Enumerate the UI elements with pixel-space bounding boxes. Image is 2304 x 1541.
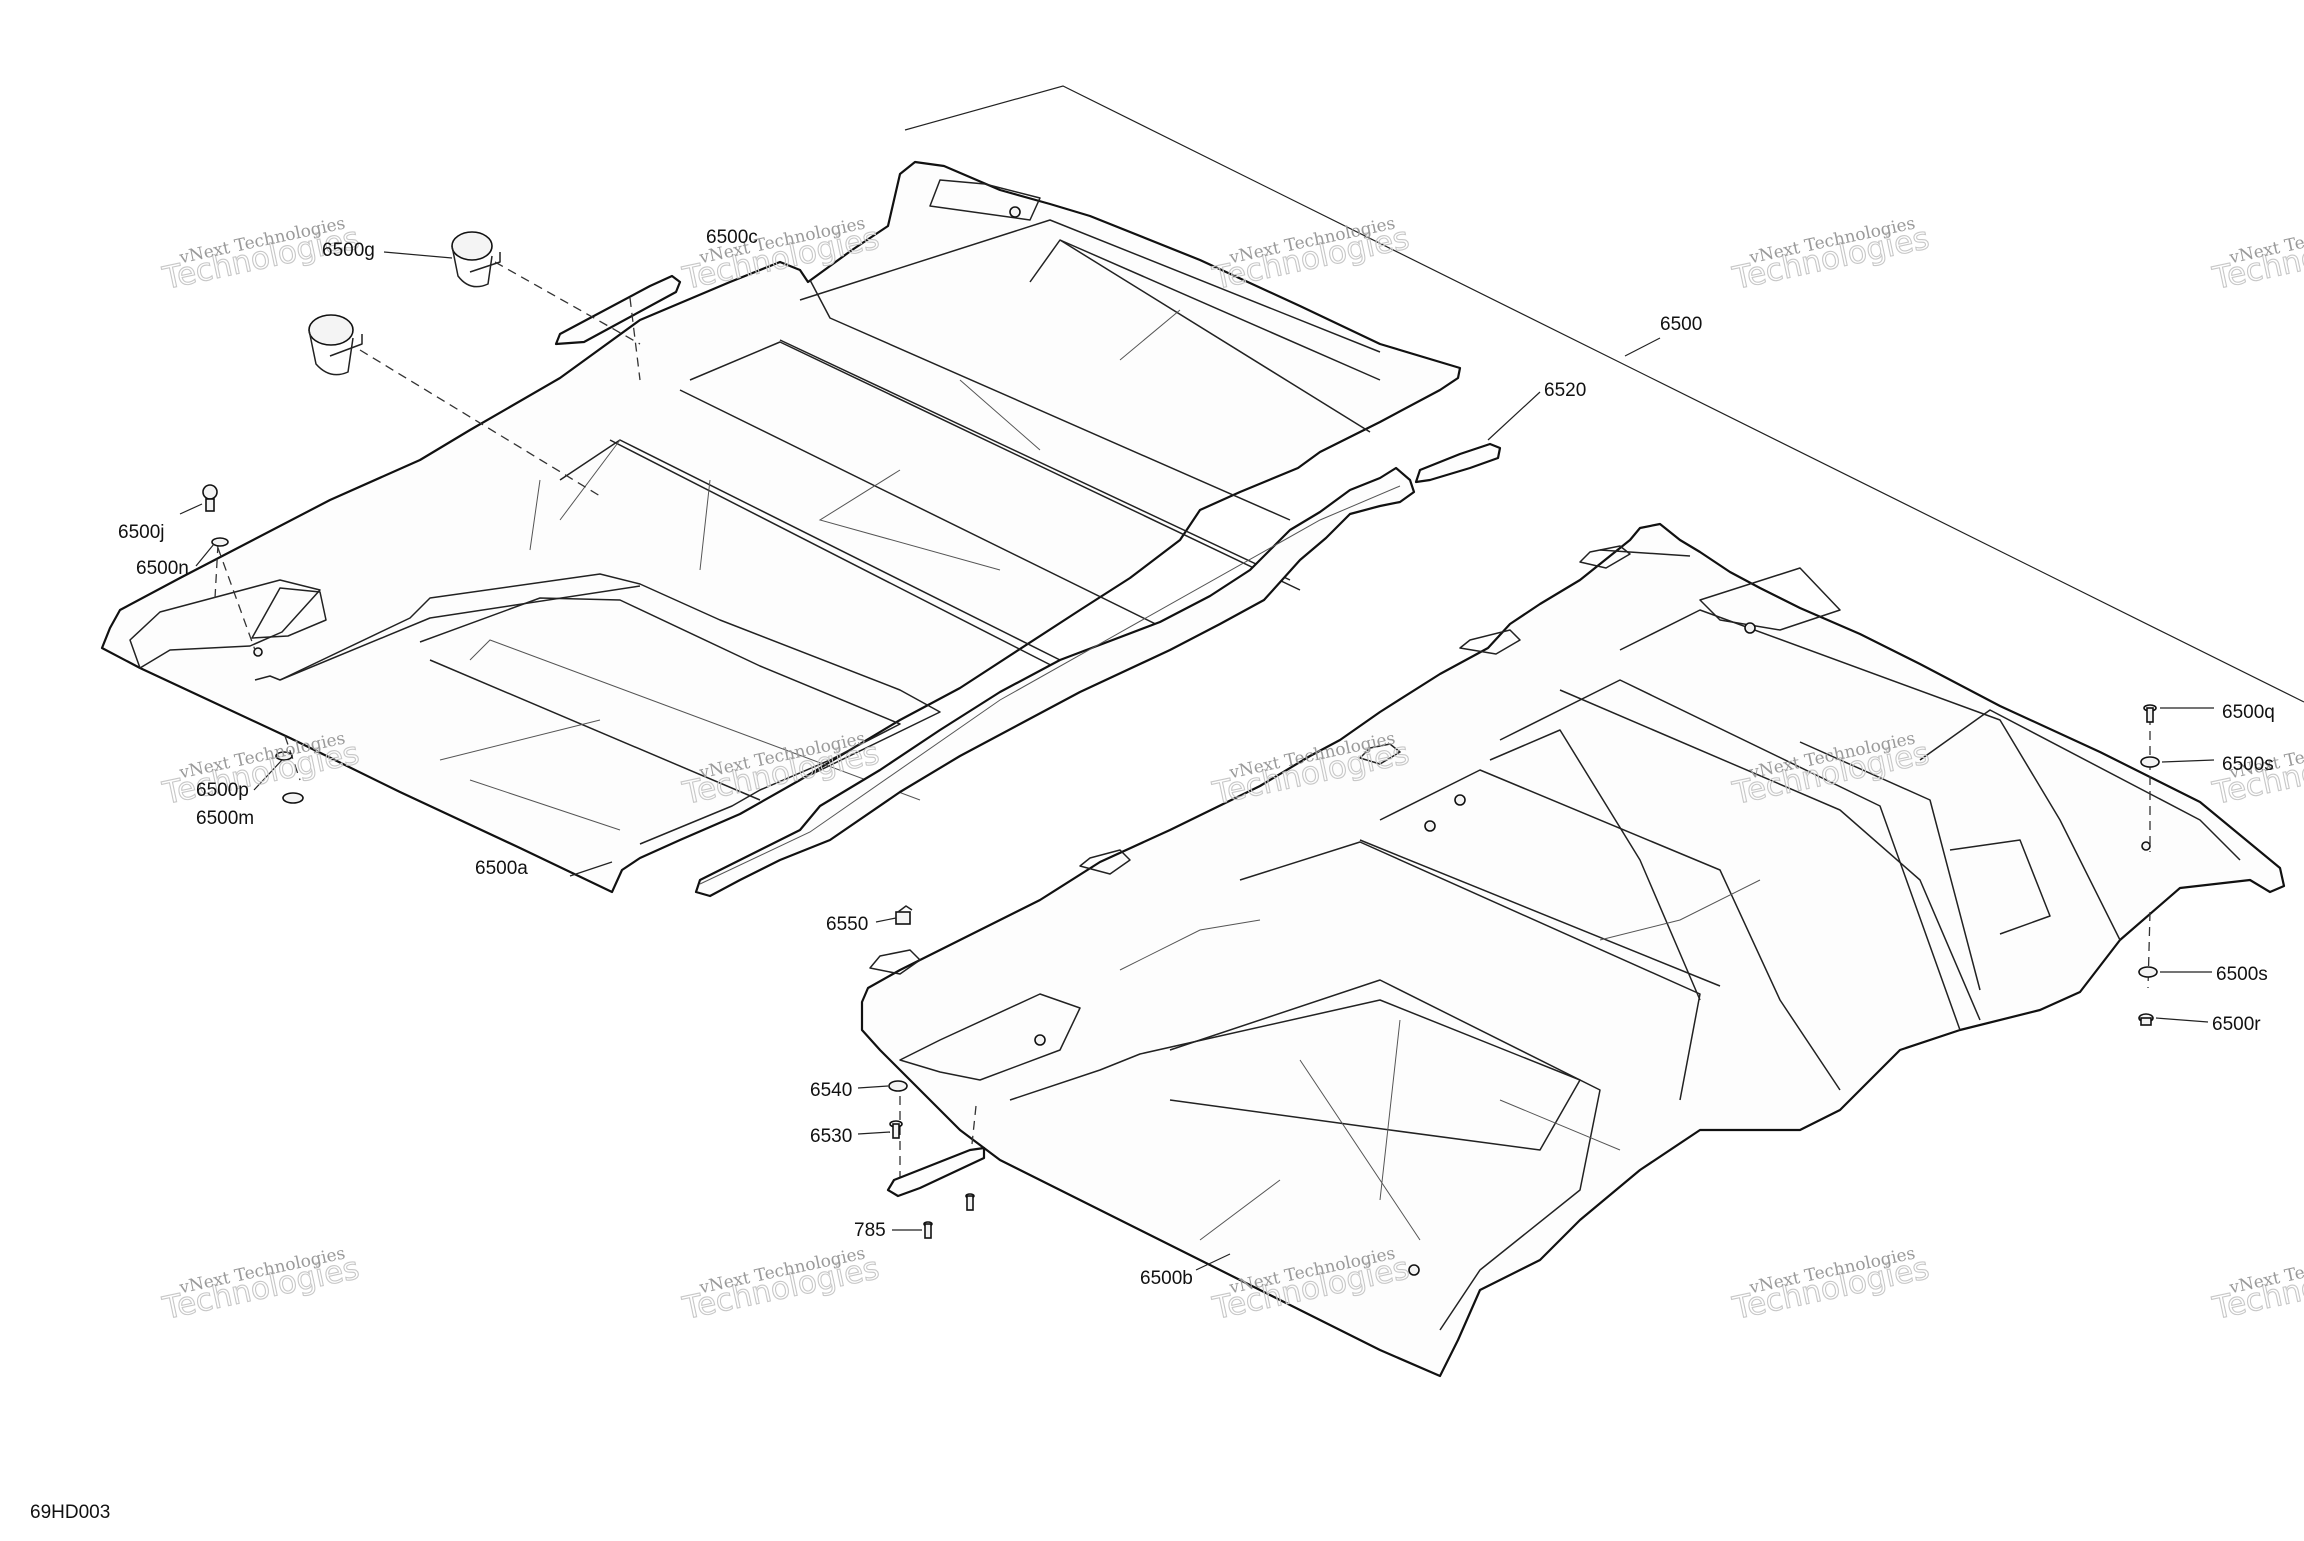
watermark-6: Technologies vNext Technologies xyxy=(159,729,363,813)
weatherstrip-6520 xyxy=(694,442,1502,898)
watermark-15: Technologies vNext Technologies xyxy=(2209,1244,2304,1328)
hardware-left xyxy=(202,484,304,804)
watermark-4: Technologies vNext Technologies xyxy=(1729,214,1933,298)
washer-6500n xyxy=(211,537,229,547)
callout-6500p[interactable]: 6500p xyxy=(196,780,249,801)
bolt-6500j xyxy=(202,484,218,512)
watermark-11: Technologies vNext Technologies xyxy=(159,1244,363,1328)
washer-6500s-upper xyxy=(2140,756,2160,768)
callout-6500c[interactable]: 6500c xyxy=(706,227,758,248)
callout-labels: 6500 6500a 6500b 6500c 6500g 6500j 6500n… xyxy=(118,227,2275,1289)
callout-6500n[interactable]: 6500n xyxy=(136,558,189,579)
watermark-12: Technologies vNext Technologies xyxy=(679,1244,883,1328)
hardware-right xyxy=(886,704,2160,1239)
washer-6540 xyxy=(888,1080,908,1092)
screw-6530 xyxy=(889,1120,903,1139)
callout-6540[interactable]: 6540 xyxy=(810,1080,852,1101)
callout-6500j[interactable]: 6500j xyxy=(118,522,165,543)
watermark-3: Technologies vNext Technologies xyxy=(1209,214,1413,298)
nut-6500m xyxy=(282,792,304,804)
callout-6500a[interactable]: 6500a xyxy=(475,858,528,879)
bracket-785 xyxy=(886,1146,986,1239)
callout-6500m[interactable]: 6500m xyxy=(196,808,254,829)
roof-panel-right-6500b xyxy=(860,522,2286,1378)
clip-6550 xyxy=(895,905,913,925)
nut-6500r xyxy=(2138,1013,2154,1026)
watermark-14: Technologies vNext Technologies xyxy=(1729,1244,1933,1328)
drawing-code: 69HD003 xyxy=(30,1502,110,1523)
callout-6500[interactable]: 6500 xyxy=(1660,314,1702,335)
callout-6500b[interactable]: 6500b xyxy=(1140,1268,1193,1289)
callout-6500g[interactable]: 6500g xyxy=(322,240,375,261)
callout-6500r[interactable]: 6500r xyxy=(2212,1014,2261,1035)
callout-6500s-lower[interactable]: 6500s xyxy=(2216,964,2268,985)
strap-6500g-lower xyxy=(308,314,363,376)
washer-6500s-lower xyxy=(2138,966,2158,978)
callout-6520[interactable]: 6520 xyxy=(1544,380,1586,401)
strap-6500g-upper xyxy=(451,231,501,288)
screw-6500q xyxy=(2143,704,2157,723)
callout-6530[interactable]: 6530 xyxy=(810,1126,852,1147)
callout-785[interactable]: 785 xyxy=(854,1220,886,1241)
seal-strip-6500c xyxy=(554,274,682,346)
callout-6500q[interactable]: 6500q xyxy=(2222,702,2275,723)
callout-6550[interactable]: 6550 xyxy=(826,914,868,935)
watermark-5: Technologies vNext Technologies xyxy=(2209,214,2304,298)
assembly-bracket-6500 xyxy=(904,85,2304,703)
roof-panel-left-6500a xyxy=(100,160,1462,894)
washer-6500p xyxy=(275,751,293,761)
assembly-lines-left xyxy=(214,261,641,781)
callout-leaders xyxy=(179,251,2215,1271)
callout-6500s-upper[interactable]: 6500s xyxy=(2222,754,2274,775)
